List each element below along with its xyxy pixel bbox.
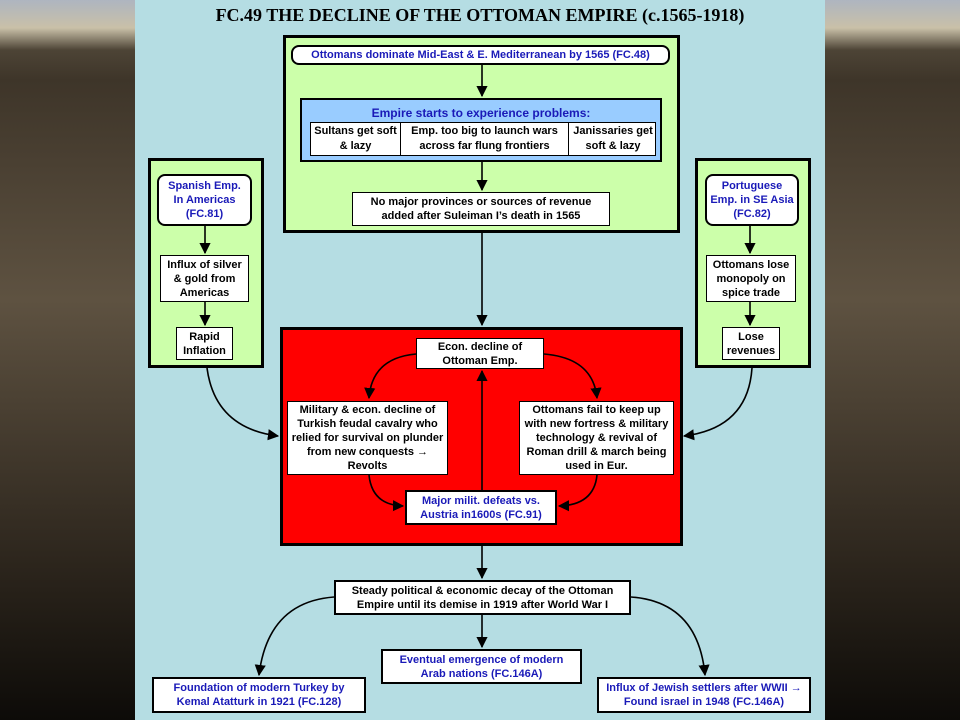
silver-gold-box: Influx of silver & gold from Americas: [160, 255, 249, 302]
fortress-technology-box: Ottomans fail to keep up with new fortre…: [519, 401, 674, 475]
no-revenue-box: No major provinces or sources of revenue…: [352, 192, 610, 226]
military-decline-box: Military & econ. decline of Turkish feud…: [287, 401, 448, 475]
spice-trade-box: Ottomans lose monopoly on spice trade: [706, 255, 796, 302]
modern-turkey-box: Foundation of modern Turkey by Kemal Ata…: [152, 677, 366, 713]
background-right: [825, 0, 960, 720]
problem-sultans: Sultans get soft & lazy: [311, 123, 401, 155]
lose-revenues-box: Lose revenues: [722, 327, 780, 360]
problem-empire-size: Emp. too big to launch wars across far f…: [401, 123, 569, 155]
problems-panel: Empire starts to experience problems: Su…: [300, 98, 662, 162]
problems-heading: Empire starts to experience problems:: [371, 106, 591, 120]
econ-decline-box: Econ. decline of Ottoman Emp.: [416, 338, 544, 369]
austria-defeats-box: Major milit. defeats vs. Austria in1600s…: [405, 490, 557, 525]
political-decay-box: Steady political & economic decay of the…: [334, 580, 631, 615]
problems-row: Sultans get soft & lazy Emp. too big to …: [310, 122, 656, 156]
portuguese-empire-box: Portuguese Emp. in SE Asia (FC.82): [705, 174, 799, 226]
rapid-inflation-box: Rapid Inflation: [176, 327, 233, 360]
ottomans-dominate-box: Ottomans dominate Mid-East & E. Mediterr…: [291, 45, 670, 65]
slide-title: FC.49 THE DECLINE OF THE OTTOMAN EMPIRE …: [215, 5, 745, 25]
spanish-empire-box: Spanish Emp. In Americas (FC.81): [157, 174, 252, 226]
problem-janissaries: Janissaries get soft & lazy: [573, 125, 653, 152]
jewish-settlers-box: Influx of Jewish settlers after WWII → F…: [597, 677, 811, 713]
background-left: [0, 0, 135, 720]
arab-nations-box: Eventual emergence of modern Arab nation…: [381, 649, 582, 684]
